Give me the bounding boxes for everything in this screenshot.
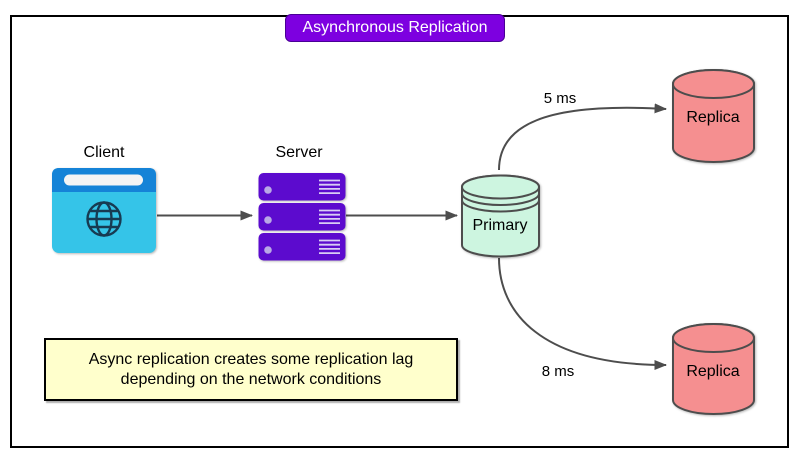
server-label: Server xyxy=(275,144,323,161)
primary-database-cylinder xyxy=(461,174,540,258)
client-label: Client xyxy=(83,144,125,161)
replica-bottom-database-cylinder xyxy=(672,323,755,415)
server-unit xyxy=(258,203,346,231)
latency-label-top: 5 ms xyxy=(543,90,577,107)
latency-label-bottom: 8 ms xyxy=(541,363,575,380)
diagram-title: Asynchronous Replication xyxy=(302,19,488,36)
server-stack-icon xyxy=(258,173,346,261)
connectors xyxy=(157,103,667,370)
replica-bottom-label: Replica xyxy=(686,363,740,380)
primary-replica-bottom-arrow xyxy=(498,257,667,370)
primary-replica-top-arrow xyxy=(498,103,667,171)
globe-icon xyxy=(86,201,122,237)
server-unit xyxy=(258,173,346,201)
replica-top-database-cylinder xyxy=(672,69,755,163)
server-unit xyxy=(258,233,346,261)
browser-icon xyxy=(52,168,156,253)
title-banner: Asynchronous Replication xyxy=(285,14,505,42)
replica-top-label: Replica xyxy=(686,109,740,126)
note-text: Async replication creates some replicati… xyxy=(88,350,414,388)
primary-label: Primary xyxy=(472,217,528,234)
note-box: Async replication creates some replicati… xyxy=(44,338,458,401)
